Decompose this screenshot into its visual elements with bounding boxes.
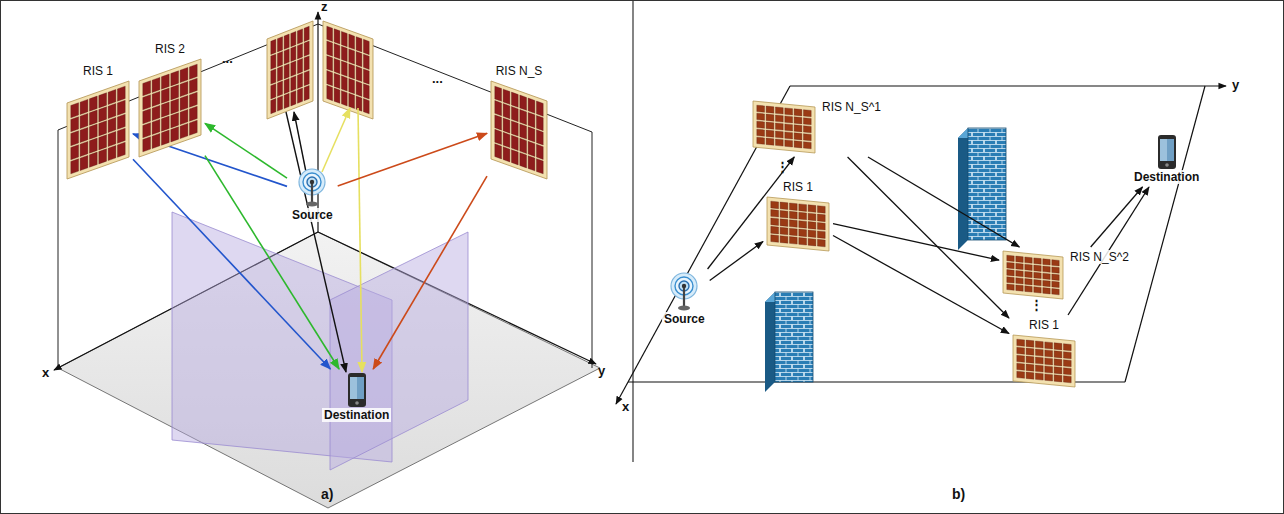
signal-arrow bbox=[848, 157, 1009, 318]
wall bbox=[765, 292, 813, 392]
ris-panel bbox=[490, 80, 548, 180]
source-node: Source bbox=[662, 272, 707, 326]
ris-label: RIS 2 bbox=[153, 42, 187, 56]
destination-label: Destination bbox=[322, 408, 391, 422]
ray bbox=[322, 108, 350, 172]
ris-surface bbox=[139, 59, 201, 157]
ris-panel bbox=[66, 80, 130, 180]
ellipsis: ⋮ bbox=[1030, 298, 1043, 313]
ris-label: RIS N_S^2 bbox=[1068, 250, 1131, 264]
ris-node: RIS N_S bbox=[490, 64, 548, 180]
ris-panel bbox=[1002, 250, 1064, 300]
ris-surface bbox=[67, 81, 129, 179]
signal-arrow bbox=[133, 159, 330, 369]
ris-label: RIS 1 bbox=[81, 64, 115, 78]
ris-surface bbox=[767, 197, 829, 251]
panel-tag: a) bbox=[321, 486, 333, 502]
ris-label: RIS 1 bbox=[781, 180, 815, 194]
x-axis bbox=[616, 86, 790, 404]
signal-arrow bbox=[133, 134, 287, 186]
z-axis bbox=[317, 12, 318, 232]
wall-edge bbox=[592, 132, 593, 368]
signal-arrow bbox=[710, 242, 763, 281]
wall-edge bbox=[318, 24, 592, 132]
source-node: Source bbox=[290, 168, 335, 222]
phone-icon bbox=[1157, 134, 1177, 170]
corner-ris bbox=[267, 21, 313, 119]
signal-arrow bbox=[708, 157, 795, 269]
signal-arrow bbox=[1068, 187, 1149, 315]
wall bbox=[958, 128, 1006, 250]
corner-ris bbox=[323, 21, 373, 119]
ris-surface bbox=[323, 21, 373, 119]
ris-label: RIS 1 bbox=[1027, 318, 1061, 332]
blocking-plane bbox=[330, 232, 468, 470]
ris-surface bbox=[1003, 251, 1063, 299]
signal-arrow bbox=[868, 157, 1019, 247]
axis-label: y bbox=[598, 364, 605, 379]
destination-node: Destination bbox=[322, 372, 391, 422]
ris-surface bbox=[753, 101, 815, 153]
ris-panel bbox=[1012, 334, 1076, 388]
ris-panel bbox=[752, 100, 816, 154]
destination-label: Destination bbox=[1132, 170, 1201, 184]
antenna-icon bbox=[294, 168, 330, 208]
axis-label: y bbox=[1232, 78, 1239, 93]
ris-surface bbox=[267, 21, 313, 119]
axis-label: x bbox=[42, 366, 49, 381]
axis-label: z bbox=[321, 0, 328, 15]
ris-node: RIS 2 bbox=[138, 42, 202, 158]
ellipsis: ⋮ bbox=[776, 160, 789, 175]
axis-label: x bbox=[622, 400, 629, 415]
ris-panel bbox=[138, 58, 202, 158]
ris-surface bbox=[1013, 335, 1075, 387]
antenna-icon bbox=[666, 272, 702, 312]
destination-node: Destination bbox=[1132, 134, 1201, 184]
ris-label: RIS N_S bbox=[494, 64, 545, 78]
ris-surface bbox=[491, 81, 547, 179]
divider bbox=[632, 1, 633, 462]
signal-arrow bbox=[833, 235, 1009, 333]
ris-panel bbox=[766, 196, 830, 252]
source-label: Source bbox=[290, 208, 335, 222]
ris-node: RIS N_S^2 bbox=[1002, 250, 1131, 300]
signal-arrow bbox=[373, 176, 487, 369]
phone-icon bbox=[347, 372, 367, 408]
y-axis bbox=[790, 85, 1226, 86]
ris-node: RIS 1 bbox=[766, 180, 830, 252]
signal-arrow bbox=[833, 224, 999, 260]
ground-edge bbox=[1125, 86, 1205, 382]
signal-arrow bbox=[338, 133, 487, 186]
ray bbox=[294, 112, 306, 172]
panel-tag: b) bbox=[952, 486, 965, 502]
ray bbox=[358, 108, 362, 372]
ellipsis: ... bbox=[432, 72, 443, 87]
source-label: Source bbox=[662, 312, 707, 326]
ris-node: RIS 1 bbox=[1012, 318, 1076, 388]
signal-arrow bbox=[205, 123, 287, 178]
ris-node: RIS N_S^1 bbox=[752, 100, 883, 154]
ellipsis: ... bbox=[222, 52, 233, 67]
wall-edge bbox=[58, 130, 59, 368]
signal-arrow bbox=[205, 156, 339, 369]
ris-label: RIS N_S^1 bbox=[820, 100, 883, 114]
ris-node: RIS 1 bbox=[66, 64, 130, 180]
